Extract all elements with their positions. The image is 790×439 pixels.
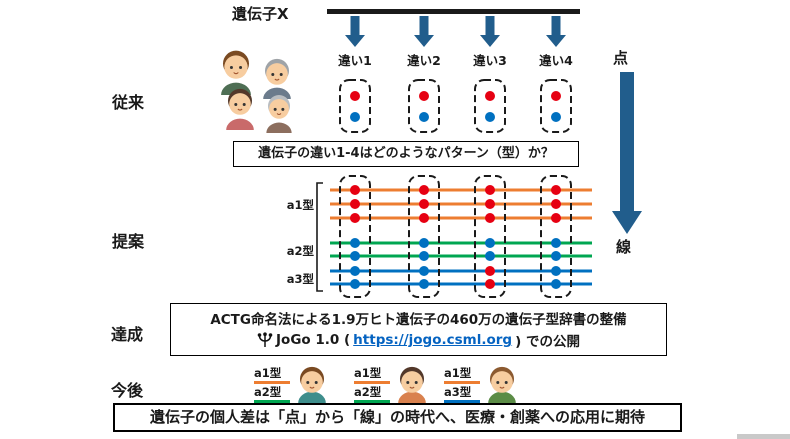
allele-dot	[419, 185, 429, 195]
grandfather-icon	[263, 58, 291, 99]
allele-dot	[551, 185, 561, 195]
allele-dot	[485, 238, 495, 248]
row-label-future: 今後	[111, 381, 144, 400]
haplotype-label: a2型	[254, 385, 282, 399]
haplotype-line-swatch	[444, 400, 480, 403]
gene-x-label: 遺伝子X	[232, 5, 289, 23]
variant-label-3: 違い3	[473, 53, 507, 68]
variant-site-box	[339, 175, 371, 298]
allele-dot	[485, 91, 495, 101]
allele-dot	[485, 199, 495, 209]
allele-dot	[551, 266, 561, 276]
allele-dot	[419, 266, 429, 276]
girl-icon	[226, 88, 254, 130]
point-label: 点	[613, 49, 629, 67]
achievement-line1: ACTG命名法による1.9万ヒト遺伝子の460万の遺伝子型辞書の整備	[210, 312, 627, 328]
allele-dot	[551, 199, 561, 209]
jogo-text-suffix: ) での公開	[515, 334, 580, 350]
variant-label-1: 違い1	[338, 53, 372, 68]
allele-dot	[485, 185, 495, 195]
down-arrow-icon	[414, 16, 434, 47]
allele-dot	[551, 112, 561, 122]
achievement-box: ACTG命名法による1.9万ヒト遺伝子の460万の遺伝子型辞書の整備 JoGo …	[170, 303, 667, 356]
down-arrow-icon	[480, 16, 500, 47]
grandmother-icon	[266, 95, 292, 133]
allele-dot	[551, 251, 561, 261]
variant-site-box	[339, 79, 371, 133]
haplotype-line-swatch	[254, 381, 290, 384]
variant-site-box	[474, 79, 506, 133]
allele-dot	[419, 199, 429, 209]
future-person-group-3: a1型 a3型	[444, 367, 480, 405]
allele-dot	[350, 279, 360, 289]
future-person-icon	[398, 366, 426, 403]
achievement-line2: JoGo 1.0 (https://jogo.csml.org) での公開	[171, 330, 666, 350]
allele-dot	[350, 266, 360, 276]
allele-dot	[485, 266, 495, 276]
haplotype-label: a2型	[354, 385, 382, 399]
down-arrow-icon	[546, 16, 566, 47]
allele-dot	[350, 238, 360, 248]
haplotype-label: a3型	[444, 385, 472, 399]
allele-dot	[350, 199, 360, 209]
allele-dot	[419, 213, 429, 223]
haplotype-label: a1型	[254, 366, 282, 380]
haplotype-line-swatch	[354, 400, 390, 403]
allele-dot	[419, 112, 429, 122]
allele-dot	[419, 238, 429, 248]
allele-dot	[419, 251, 429, 261]
father-icon	[221, 50, 251, 95]
future-person-icon	[488, 366, 516, 403]
future-person-icon	[298, 366, 326, 403]
variant-site-box	[408, 175, 440, 298]
allele-dot	[551, 91, 561, 101]
conclusion-box: 遺伝子の個人差は「点」から「線」の時代へ、医療・創薬への応用に期待	[113, 403, 682, 432]
variant-site-box	[540, 175, 572, 298]
allele-dot	[350, 185, 360, 195]
variant-site-box	[540, 79, 572, 133]
group-bracket	[316, 182, 323, 292]
future-person-group-2: a1型 a2型	[354, 367, 390, 405]
haplotype-label: a1型	[354, 366, 382, 380]
allele-dot	[485, 251, 495, 261]
jogo-text-prefix: JoGo 1.0 (	[276, 332, 351, 348]
allele-dot	[350, 213, 360, 223]
allele-dot	[551, 238, 561, 248]
jogo-link[interactable]: https://jogo.csml.org	[353, 332, 513, 348]
allele-dot	[350, 91, 360, 101]
allele-dot	[551, 213, 561, 223]
variant-site-box	[474, 175, 506, 298]
allele-dot	[485, 112, 495, 122]
haplotype-label-a1: a1型	[286, 198, 314, 212]
question-box: 遺伝子の違い1-4はどのようなパターン（型）か？	[233, 141, 579, 167]
jogo-logo-icon	[257, 331, 273, 347]
gene-bar	[327, 9, 580, 14]
haplotype-label-a3: a3型	[286, 272, 314, 286]
bottom-right-strip	[737, 434, 790, 439]
allele-dot	[551, 279, 561, 289]
future-person-group-1: a1型 a2型	[254, 367, 290, 405]
variant-label-4: 違い4	[539, 53, 573, 68]
variant-site-box	[408, 79, 440, 133]
line-label: 線	[616, 238, 632, 256]
haplotype-line-swatch	[354, 381, 390, 384]
haplotype-label: a1型	[444, 366, 472, 380]
allele-dot	[419, 279, 429, 289]
variant-label-2: 違い2	[407, 53, 441, 68]
allele-dot	[350, 251, 360, 261]
point-to-line-arrow-icon	[612, 72, 642, 234]
allele-dot	[485, 213, 495, 223]
row-label-proposal: 提案	[112, 232, 145, 251]
allele-dot	[485, 279, 495, 289]
haplotype-line-swatch	[444, 381, 480, 384]
haplotype-label-a2: a2型	[286, 244, 314, 258]
row-label-achievement: 達成	[111, 325, 144, 344]
down-arrow-icon	[345, 16, 365, 47]
haplotype-line-swatch	[254, 400, 290, 403]
allele-dot	[350, 112, 360, 122]
allele-dot	[419, 91, 429, 101]
row-label-conventional: 従来	[112, 93, 145, 112]
